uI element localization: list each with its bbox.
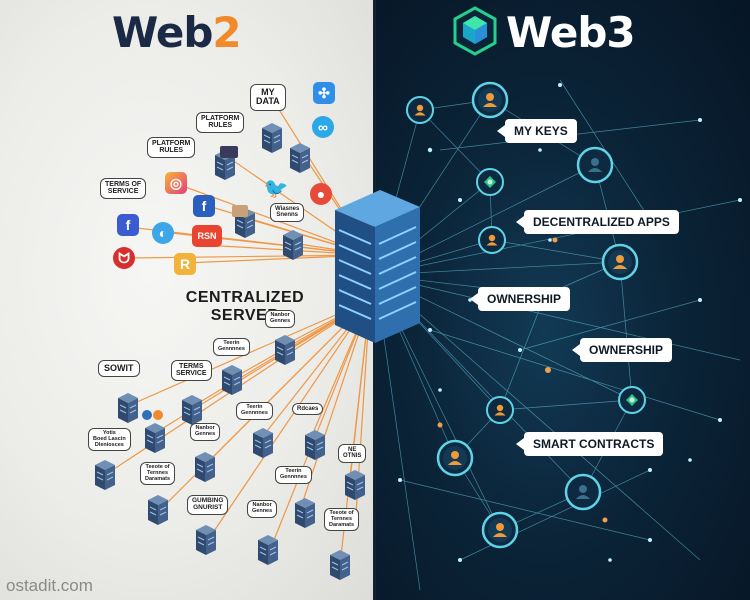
terms-service-text: TERMS SERVICE [176,363,207,378]
dot-icon-orange [153,410,163,420]
teerin-text: Teerin Gennnnes [218,340,245,352]
facebook-letter-2: f [125,217,131,233]
my-keys-text: MY KEYS [514,124,568,138]
gennes-bubble: Teerin Gennnnes [236,402,273,420]
user-node-5 [601,243,639,281]
wallet-node-2 [618,386,646,414]
web2-title-number: 2 [212,8,241,57]
user-node-3 [576,146,614,184]
platform-bubble-small: Nanbor Gennes [190,423,221,441]
teeote-text: Teeote of Ternnes Daramats [145,464,171,482]
facebook-icon: f [193,195,215,217]
decentralized-apps-label: DECENTRALIZED APPS [516,210,679,234]
user-node-1 [471,81,509,119]
terms-service-bubble: TERMS SERVICE [171,360,212,381]
ownership-1-text: OWNERSHIP [487,292,562,306]
user-node-6 [486,396,514,424]
ownership-2-text: OWNERSHIP [589,343,664,357]
user-node-8 [564,473,602,511]
gennes-text: Teerin Gennnnes [241,404,268,416]
teeote-bubble: Teeote of Ternnes Daramats [140,462,176,486]
user-node-7 [436,439,474,477]
teeote-2-text: Teeote of Ternnes Daramats [329,510,355,528]
teerin-bubble-2: Teerin Gennnnes [275,466,312,484]
watermark: ostadit.com [6,576,93,595]
central-label-line1: CENTRALIZED [185,289,305,306]
platform-small-text: Nanbor Gennes [195,425,216,437]
platform-rules-mid-text: PLATFORM RULES [152,140,191,155]
web2-title: Web2 [112,8,242,57]
centralized-server-label: CENTRALIZED SERVER [165,289,325,326]
link-icon: ∞ [312,116,334,138]
facebook-letter: f [201,198,207,214]
user-node-2 [406,96,434,124]
platform-rules-bubble-top: PLATFORM RULES [196,112,245,133]
teerin-2-text: Teerin Gennnnes [280,468,307,480]
smart-contracts-label: SMART CONTRACTS [515,432,664,456]
rsn-text: RSN [197,231,217,241]
ne-otnis-text: NE OTNIS [343,447,362,460]
wallet-node-1 [476,168,504,196]
my-data-text: MY DATA [256,87,280,107]
yotis-text: Yotis Boed Lascin Dleniosces [93,430,126,448]
gumbing-text: GUMBING GNURIST [192,497,224,511]
rdcaes-text: Rdcaes [297,406,319,412]
pinterest-icon: ᗢ [113,247,135,269]
user-node-4 [478,226,506,254]
teerin-bubble: Teerin Gennnnes [213,338,250,356]
terms-of-service-bubble: TERMS OF SERVICE [100,178,147,199]
ownership-label-1: OWNERSHIP [469,287,571,311]
r-badge: R [174,253,196,275]
terms-of-service-text: TERMS OF SERVICE [105,181,142,196]
central-server-icon [335,190,420,343]
my-data-bubble: MY DATA [250,84,286,111]
browser-icon: ◐ [152,222,174,244]
rdcaes-bubble: Rdcaes [292,403,324,416]
sowit-bubble: SOWIT [98,360,140,378]
user-node-9 [481,511,519,549]
platform-rules-bubble: PLATFORM RULES [147,137,196,158]
yotis-bubble: Yotis Boed Lascin Dleniosces [88,428,131,452]
my-keys-label: MY KEYS [497,119,577,143]
facebook-icon-2: f [117,214,139,236]
web3-title: Web3 [506,8,636,57]
twitter-icon: 🐦 [263,177,289,200]
rsn-badge: RSN [192,225,222,247]
box-icon [232,205,248,217]
ownership-label-2: OWNERSHIP [571,338,673,362]
dot-icon-blue [142,410,152,420]
platform-rules-top-text: PLATFORM RULES [201,115,240,130]
decentralized-apps-text: DECENTRALIZED APPS [533,215,670,229]
instagram-icon: ◎ [165,172,187,194]
sowit-text: SOWIT [104,363,134,373]
app-icon: ✣ [313,82,335,104]
nanbor-bubble: Nanbor Gennes [265,310,296,328]
wiasnes-text: Wiasnes Snenns [275,206,300,219]
wiasnes-bubble: Wiasnes Snenns [270,203,305,222]
gumbing-bubble: GUMBING GNURIST [187,495,229,515]
ne-otnis-bubble: NE OTNIS [338,444,367,463]
nanbor-text: Nanbor Gennes [270,312,291,324]
user-alert-icon: ● [310,183,332,205]
web3-logo-icon [453,6,497,56]
web2-title-prefix: Web [112,8,213,57]
nanbor-2-text: Nanbor Gennes [252,502,273,514]
r-text: R [179,256,191,272]
teeote-bubble-2: Teeote of Ternnes Daramats [324,508,360,532]
central-label-line2: SERVER [210,307,280,325]
nanbor-bubble-2: Nanbor Gennes [247,500,278,518]
laptop-icon [220,146,238,158]
smart-contracts-text: SMART CONTRACTS [533,437,655,451]
